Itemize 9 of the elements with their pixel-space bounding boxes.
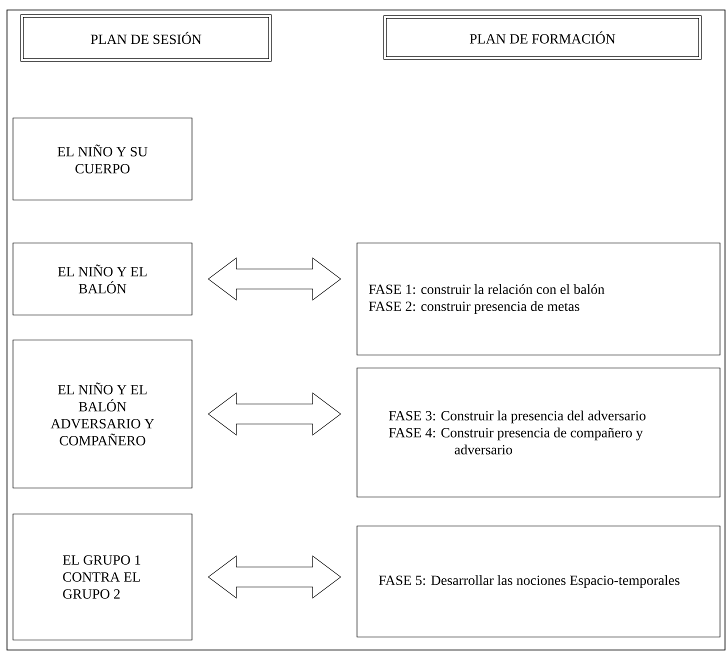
session-box: EL NIÑO Y SU CUERPO bbox=[12, 118, 192, 200]
phase-box: FASE 1: construir la relación con el balón FASE 2: construir presencia de metas bbox=[356, 242, 720, 356]
header-box: PLAN DE FORMACIÓN bbox=[383, 15, 702, 60]
header-box: PLAN DE SESIÓN bbox=[20, 14, 272, 62]
session-box: EL NIÑO Y EL BALÓN ADVERSARIO Y COMPAÑERO bbox=[12, 340, 192, 488]
session-box: EL GRUPO 1 CONTRA EL GRUPO 2 bbox=[12, 514, 192, 640]
phase-box: FASE 3: Construir la presencia del adversario FASE 4: Construir presencia de compañero y adversario bbox=[356, 368, 720, 498]
phase-box: FASE 5: Desarrollar las nociones Espacio-temporales bbox=[356, 526, 720, 638]
session-box: EL NIÑO Y EL BALÓN bbox=[12, 242, 192, 316]
